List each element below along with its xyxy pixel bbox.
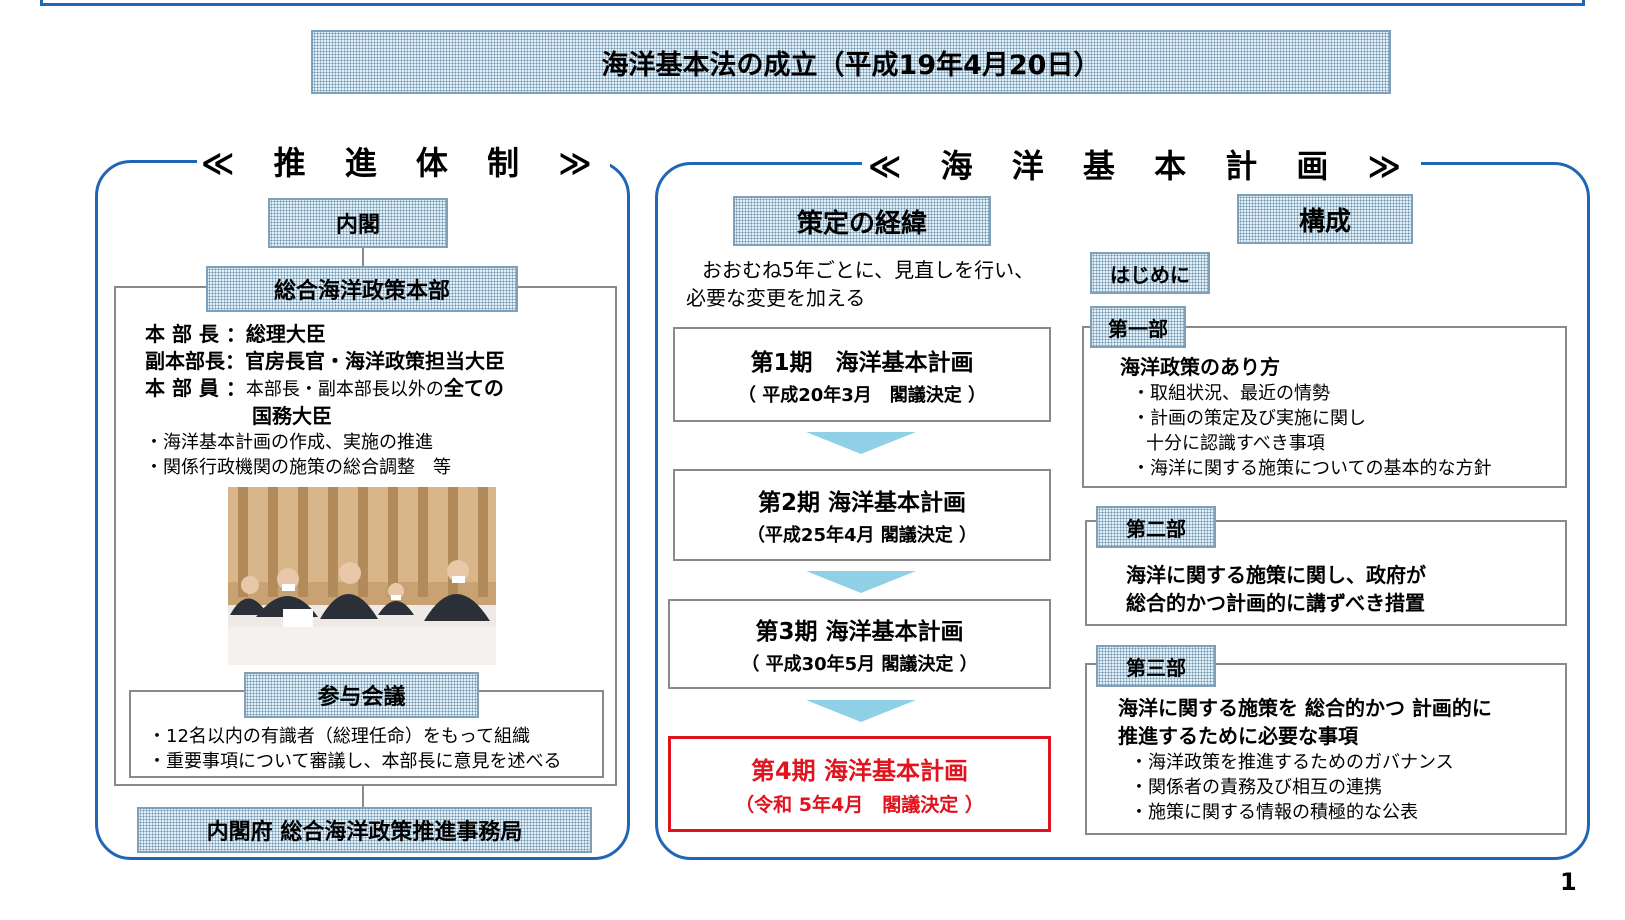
- chief-line: 本 部 長 ：総理大臣: [145, 321, 505, 348]
- part1-box: [1082, 326, 1567, 488]
- arrow-down-icon: [806, 432, 916, 454]
- history-header: 策定の経緯: [733, 196, 991, 246]
- part2-line-2: 総合的かつ計画的に講ずべき措置: [1126, 591, 1425, 615]
- cabinet-box: 内閣: [268, 198, 448, 248]
- part1-content: 海洋政策のあり方 ・取組状況、最近の情勢 ・計画の策定及び実施に関し 十分に認識…: [1120, 353, 1491, 481]
- part3-label-box: 第三部: [1096, 645, 1216, 687]
- plan-3-box: 第3期 海洋基本計画 （ 平成30年5月 閣議決定 ）: [668, 599, 1051, 689]
- part3-line-2: 推進するために必要な事項: [1118, 724, 1358, 748]
- part1-item-3: ・海洋に関する施策についての基本的な方針: [1132, 458, 1492, 479]
- main-title: 海洋基本法の成立（平成19年4月20日）: [311, 30, 1391, 94]
- main-title-text: 海洋基本法の成立（平成19年4月20日）: [601, 49, 1101, 81]
- plan-4-box: 第4期 海洋基本計画 （令和 5年4月 閣議決定 ）: [668, 736, 1051, 832]
- chief-label: 本 部 長 ：: [145, 322, 246, 346]
- part3-item-1: ・海洋政策を推進するためのガバナンス: [1130, 752, 1454, 773]
- member-value-plain: 本部長・副本部長以外の: [245, 379, 444, 400]
- intro-label: はじめに: [1110, 262, 1190, 287]
- history-note: おおむね5年ごとに、見直しを行い、 必要な変更を加える: [686, 256, 1034, 312]
- part1-item-1: ・取組状況、最近の情勢: [1132, 383, 1330, 404]
- history-header-text: 策定の経緯: [796, 208, 927, 239]
- council-label-box: 参与会議: [244, 672, 479, 718]
- member-line: 本 部 員 ：本部長・副本部長以外の全ての: [145, 375, 505, 403]
- council-line-2: ・重要事項について審議し、本部長に意見を述べる: [148, 751, 562, 772]
- structure-header: 構成: [1237, 194, 1413, 244]
- duty-2: ・関係行政機関の施策の総合調整 等: [145, 457, 451, 478]
- part3-box: [1085, 663, 1567, 835]
- member-value-line2: 国務大臣: [252, 404, 332, 428]
- plan-3-date: （ 平成30年5月 閣議決定 ）: [741, 654, 978, 675]
- secretariat-box: 内閣府 総合海洋政策推進事務局: [137, 807, 592, 853]
- plan-1-box: 第1期 海洋基本計画 （ 平成20年3月 閣議決定 ）: [673, 327, 1051, 422]
- connector-secretariat: [362, 785, 364, 807]
- structure-header-text: 構成: [1298, 206, 1351, 237]
- part3-label: 第三部: [1126, 655, 1186, 680]
- history-note-line1: おおむね5年ごとに、見直しを行い、: [702, 258, 1035, 282]
- intro-label-box: はじめに: [1090, 252, 1210, 294]
- headquarters-label-box: 総合海洋政策本部: [206, 266, 518, 312]
- part1-label: 第一部: [1108, 316, 1168, 341]
- meeting-photo: [228, 487, 496, 665]
- headquarters-label: 総合海洋政策本部: [273, 279, 450, 304]
- plan-2-name: 第2期 海洋基本計画: [757, 490, 966, 516]
- history-note-line2: 必要な変更を加える: [686, 286, 866, 310]
- duty-1: ・海洋基本計画の作成、実施の推進: [145, 432, 433, 453]
- plan-4-name: 第4期 海洋基本計画: [750, 757, 969, 785]
- plan-1-name: 第1期 海洋基本計画: [750, 349, 974, 376]
- council-label: 参与会議: [317, 685, 406, 710]
- part3-content: 海洋に関する施策を 総合的かつ 計画的に 推進するために必要な事項 ・海洋政策を…: [1118, 694, 1492, 825]
- meeting-photo-illustration: [228, 487, 496, 665]
- part3-item-2: ・関係者の責務及び相互の連携: [1130, 777, 1382, 798]
- connector-cabinet: [362, 248, 364, 270]
- plan-4-date: （令和 5年4月 閣議決定 ）: [735, 794, 984, 816]
- left-panel-title: ≪ 推 進 体 制 ≫: [197, 138, 610, 184]
- member-label: 本 部 員 ：: [145, 376, 246, 400]
- part1-heading: 海洋政策のあり方: [1120, 355, 1280, 379]
- cabinet-label: 内閣: [335, 213, 380, 238]
- page-number: 1: [1560, 868, 1577, 896]
- member-value-bold: 全ての: [443, 376, 504, 400]
- plan-2-date: （平成25年4月 閣議決定 ）: [746, 525, 978, 546]
- top-frame-edge: [40, 0, 1585, 6]
- headquarters-members: 本 部 長 ：総理大臣 副本部長：官房長官・海洋政策担当大臣 本 部 員 ：本部…: [145, 321, 505, 480]
- part1-label-box: 第一部: [1090, 306, 1186, 348]
- arrow-down-icon: [806, 571, 916, 593]
- plan-1-date: （ 平成20年3月 閣議決定 ）: [737, 384, 987, 406]
- chief-value: 総理大臣: [245, 322, 326, 346]
- deputy-value: 官房長官・海洋政策担当大臣: [245, 349, 505, 373]
- part3-item-3: ・施策に関する情報の積極的な公表: [1130, 802, 1418, 823]
- plan-3-name: 第3期 海洋基本計画: [755, 619, 964, 645]
- arrow-down-icon: [806, 700, 916, 722]
- part1-item-2b: 十分に認識すべき事項: [1146, 433, 1325, 454]
- part2-label-box: 第二部: [1096, 506, 1216, 548]
- right-panel-title: ≪ 海 洋 基 本 計 画 ≫: [862, 141, 1421, 187]
- part2-label: 第二部: [1126, 516, 1186, 541]
- council-line-1: ・12名以内の有識者（総理任命）をもって組織: [148, 726, 531, 747]
- secretariat-label: 内閣府 総合海洋政策推進事務局: [206, 820, 523, 845]
- part3-line-1: 海洋に関する施策を 総合的かつ 計画的に: [1118, 696, 1492, 720]
- part2-content: 海洋に関する施策に関し、政府が 総合的かつ計画的に講ずべき措置: [1126, 561, 1426, 617]
- deputy-label: 副本部長：: [145, 349, 245, 373]
- deputy-line: 副本部長：官房長官・海洋政策担当大臣: [145, 348, 505, 375]
- part2-line-1: 海洋に関する施策に関し、政府が: [1126, 563, 1426, 587]
- council-desc: ・12名以内の有識者（総理任命）をもって組織 ・重要事項について審議し、本部長に…: [148, 724, 561, 774]
- plan-2-box: 第2期 海洋基本計画 （平成25年4月 閣議決定 ）: [673, 469, 1051, 561]
- part1-item-2a: ・計画の策定及び実施に関し: [1132, 408, 1366, 429]
